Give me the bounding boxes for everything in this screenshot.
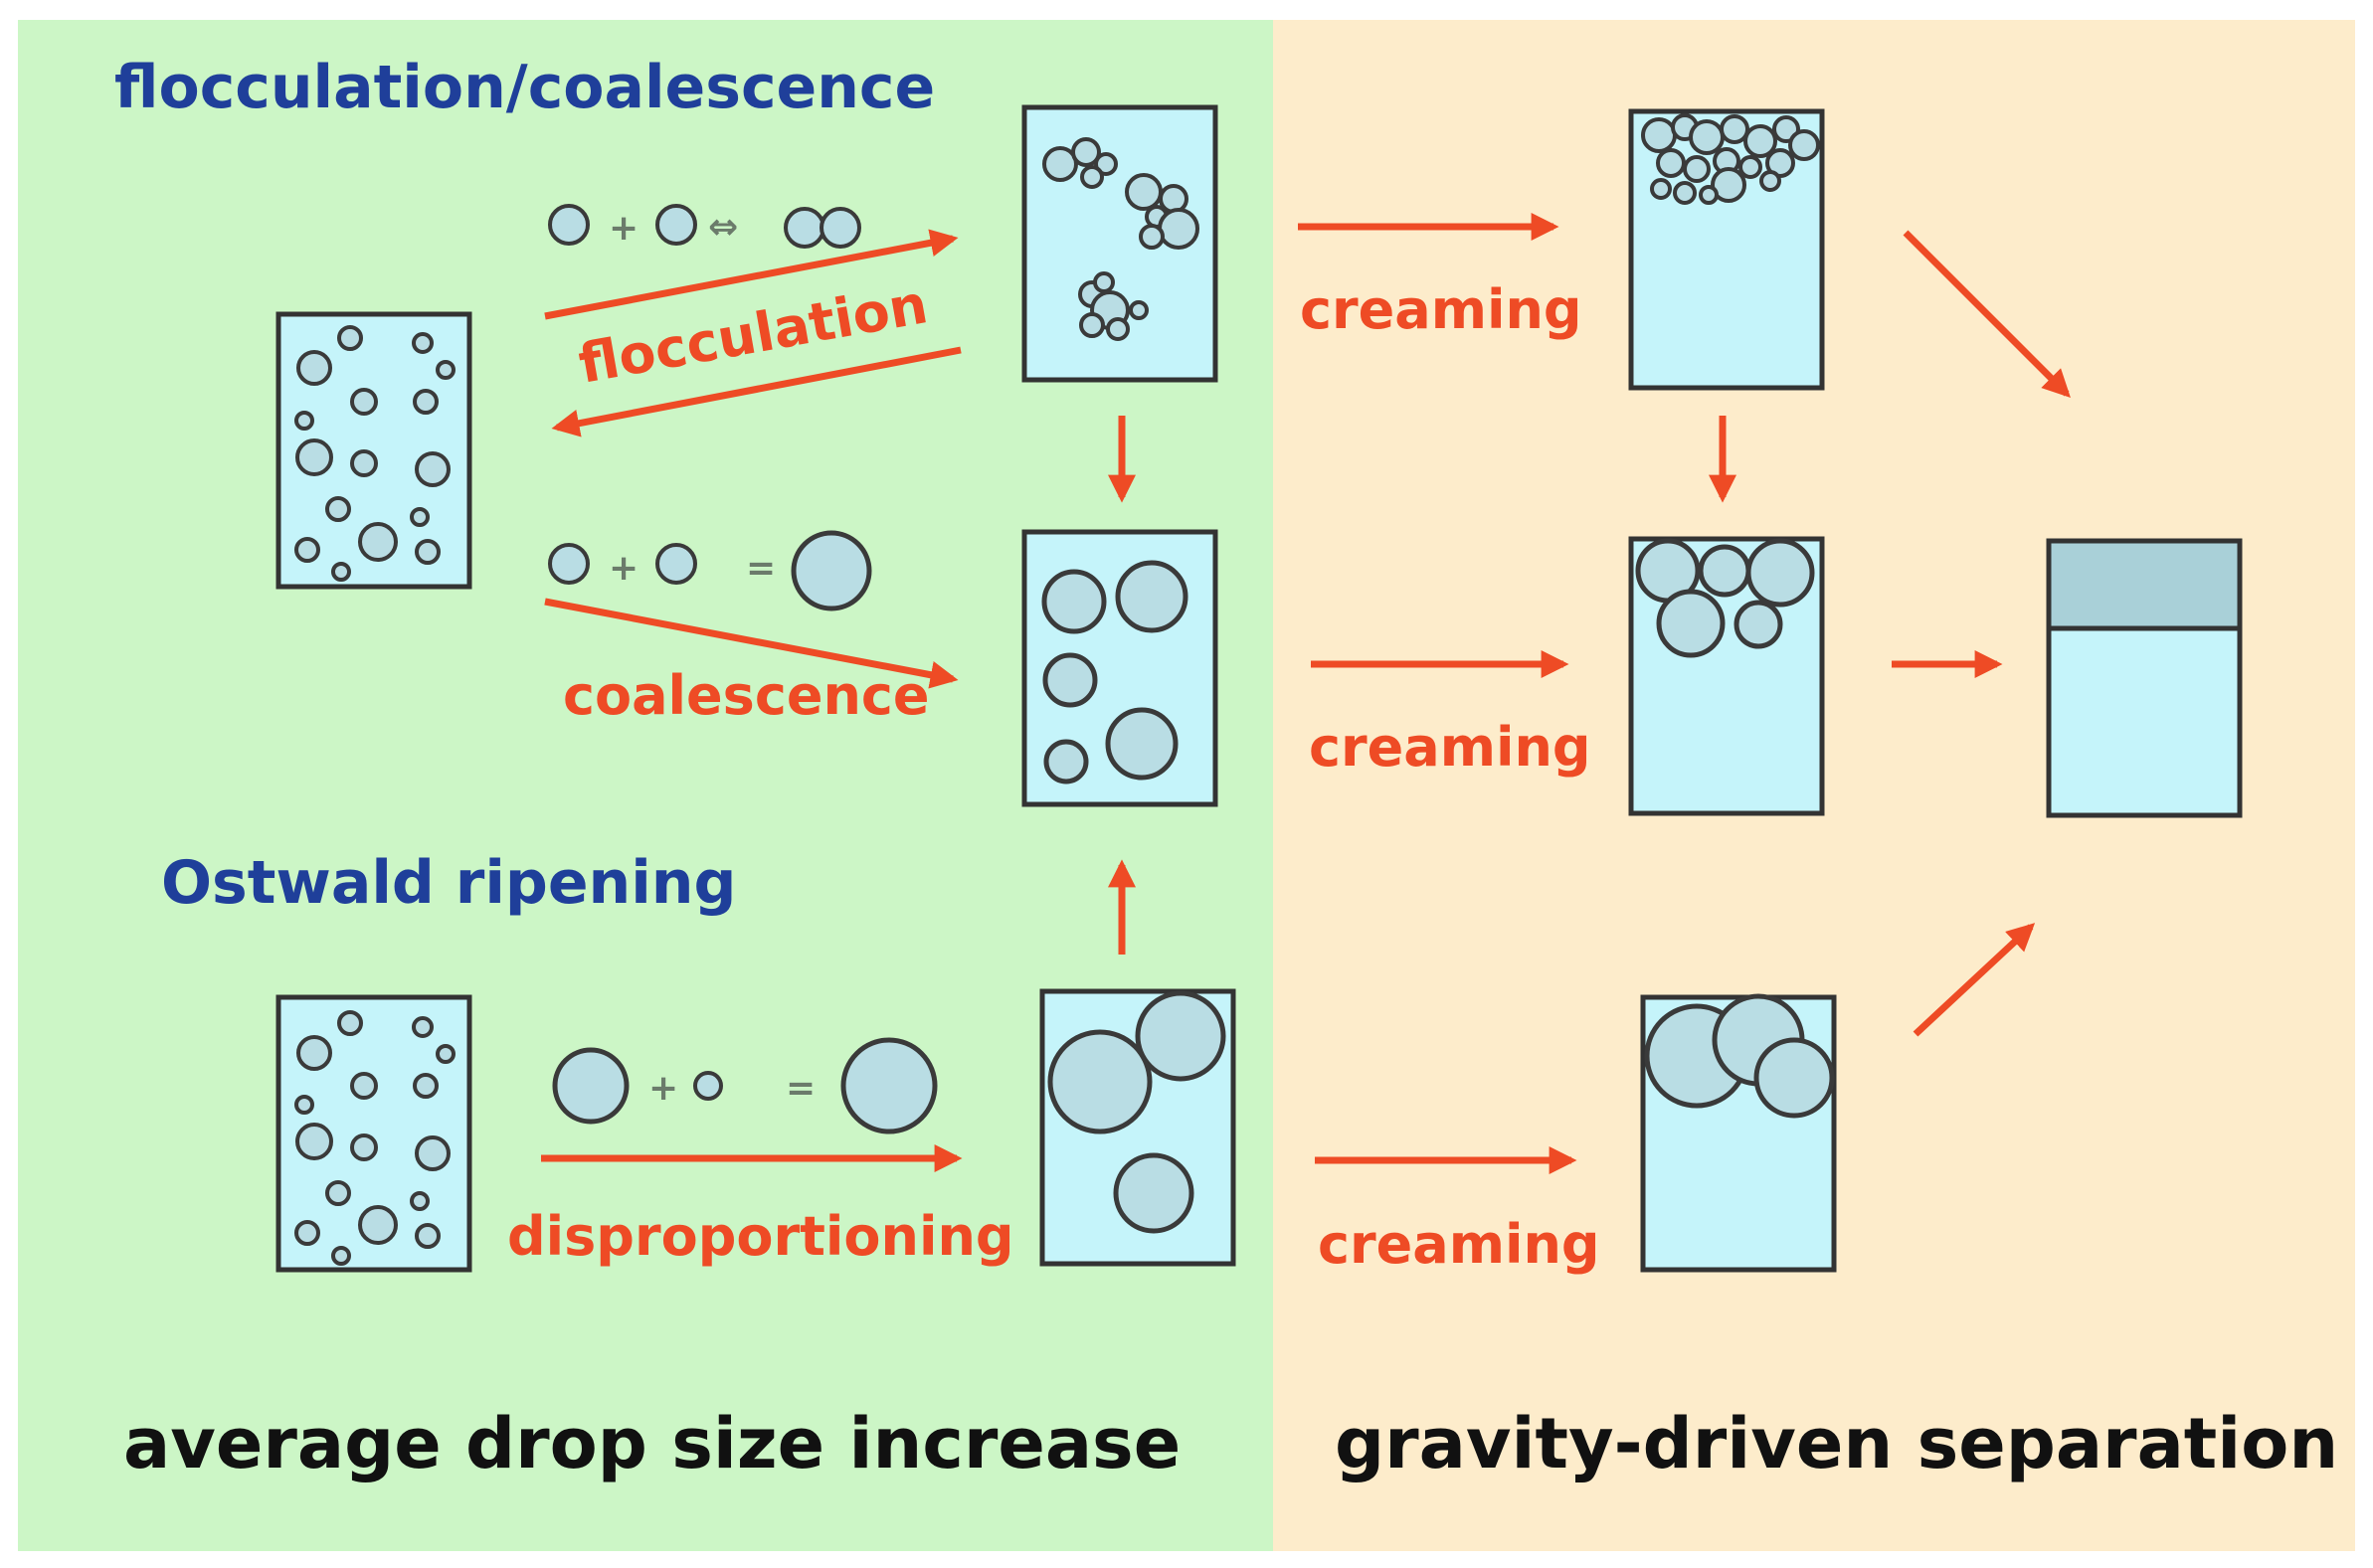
disproportioning-label: disproportioning [507, 1205, 1014, 1268]
flocculation-forward-arrow [544, 229, 959, 320]
initial-emulsion-container [275, 311, 472, 590]
creaming-label-bottom: creaming [1318, 1213, 1600, 1276]
to-separated-arrow-top [1903, 230, 2071, 398]
separated-emulsion-container [2046, 538, 2243, 818]
coalescence-arrow [544, 598, 959, 689]
svg-text:+: + [609, 208, 639, 249]
disproportioning-equation: + = [552, 1037, 938, 1134]
creamed-coalesced-container [1628, 536, 1825, 816]
flocculated-emulsion-container [1021, 104, 1218, 383]
svg-text:=: = [746, 548, 776, 589]
initial-emulsion-container-ostwald [275, 994, 472, 1273]
svg-text:+: + [648, 1068, 678, 1109]
svg-text:+: + [609, 548, 639, 589]
svg-text:⇔: ⇔ [708, 207, 738, 248]
coalescence-label: coalescence [563, 664, 930, 727]
heading-ostwald-ripening: Ostwald ripening [161, 848, 736, 918]
footer-left-caption: average drop size increase [123, 1403, 1181, 1484]
svg-text:=: = [786, 1068, 816, 1109]
creaming-label-top: creaming [1300, 278, 1582, 341]
coalesced-emulsion-container [1021, 529, 1218, 807]
creamed-flocculated-container [1628, 108, 1825, 391]
ripened-emulsion-container [1039, 988, 1236, 1267]
footer-right-caption: gravity-driven separation [1335, 1403, 2338, 1484]
heading-flocculation-coalescence: flocculation/coalescence [114, 53, 935, 122]
coalescence-equation: + = [548, 530, 872, 611]
to-separated-arrow-bottom [1913, 923, 2036, 1037]
flocculation-equation: + ⇔ [548, 204, 861, 249]
flocculation-reverse-arrow [551, 346, 962, 437]
creamed-ripened-container [1640, 993, 1837, 1273]
creaming-label-middle: creaming [1309, 716, 1591, 779]
